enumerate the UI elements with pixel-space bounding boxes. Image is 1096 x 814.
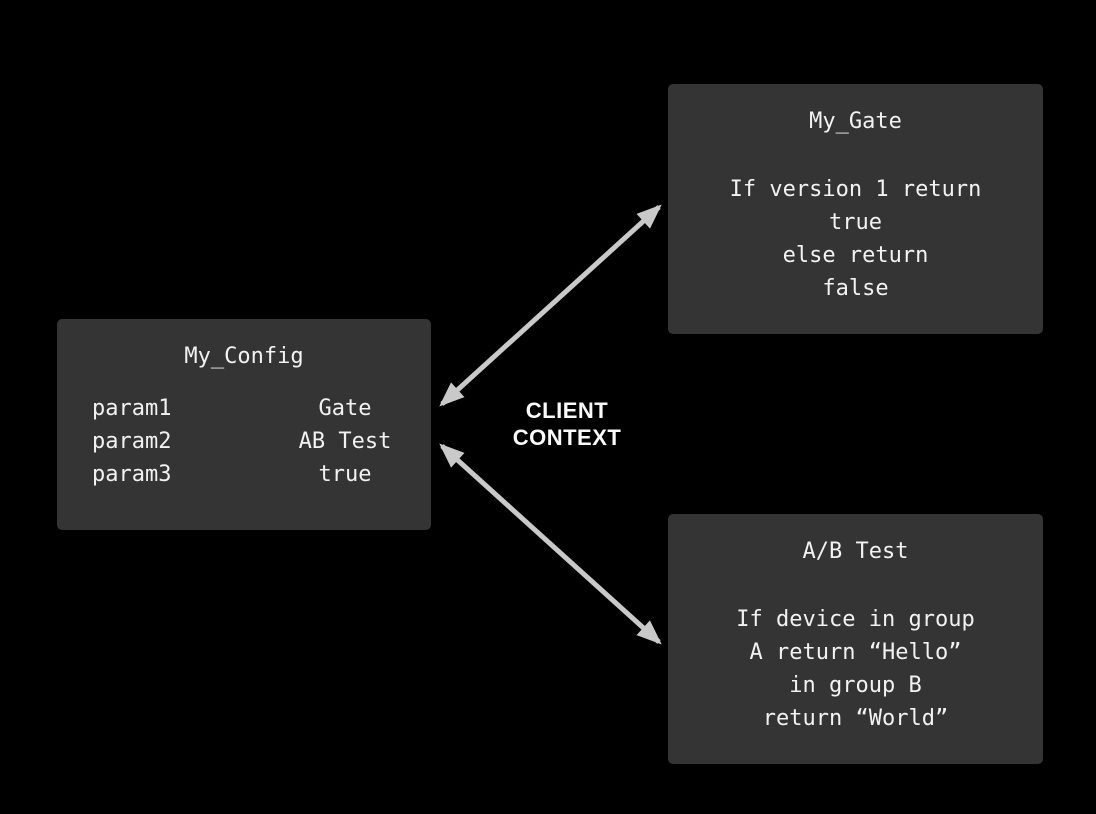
param-row: param2 AB Test xyxy=(57,425,431,458)
param-name: param2 xyxy=(92,429,172,454)
config-abtest-bidirectional-arrow xyxy=(439,443,662,645)
gate-node-body: If version 1 return true else return fal… xyxy=(729,177,982,301)
param-row: param3 true xyxy=(57,458,431,491)
abtest-node-body: If device in group A return “Hello” in g… xyxy=(736,607,975,731)
client-context-label: CLIENT CONTEXT xyxy=(512,398,622,450)
abtest-node-title: A/B Test xyxy=(802,539,909,564)
param-name: param1 xyxy=(92,396,172,421)
config-param-table: param1 Gate param2 AB Test param3 true xyxy=(57,392,431,491)
config-node-title: My_Config xyxy=(184,344,304,369)
config-node: My_Config param1 Gate param2 AB Test par… xyxy=(57,319,431,530)
gate-node-title: My_Gate xyxy=(809,109,902,134)
param-value: Gate xyxy=(318,396,372,421)
abtest-node: A/B Test If device in group A return “He… xyxy=(668,514,1043,764)
param-value: AB Test xyxy=(298,429,392,454)
param-row: param1 Gate xyxy=(57,392,431,425)
config-gate-bidirectional-arrow xyxy=(439,204,662,407)
gate-node: My_Gate If version 1 return true else re… xyxy=(668,84,1043,334)
param-value: true xyxy=(318,462,372,487)
param-name: param3 xyxy=(92,462,172,487)
